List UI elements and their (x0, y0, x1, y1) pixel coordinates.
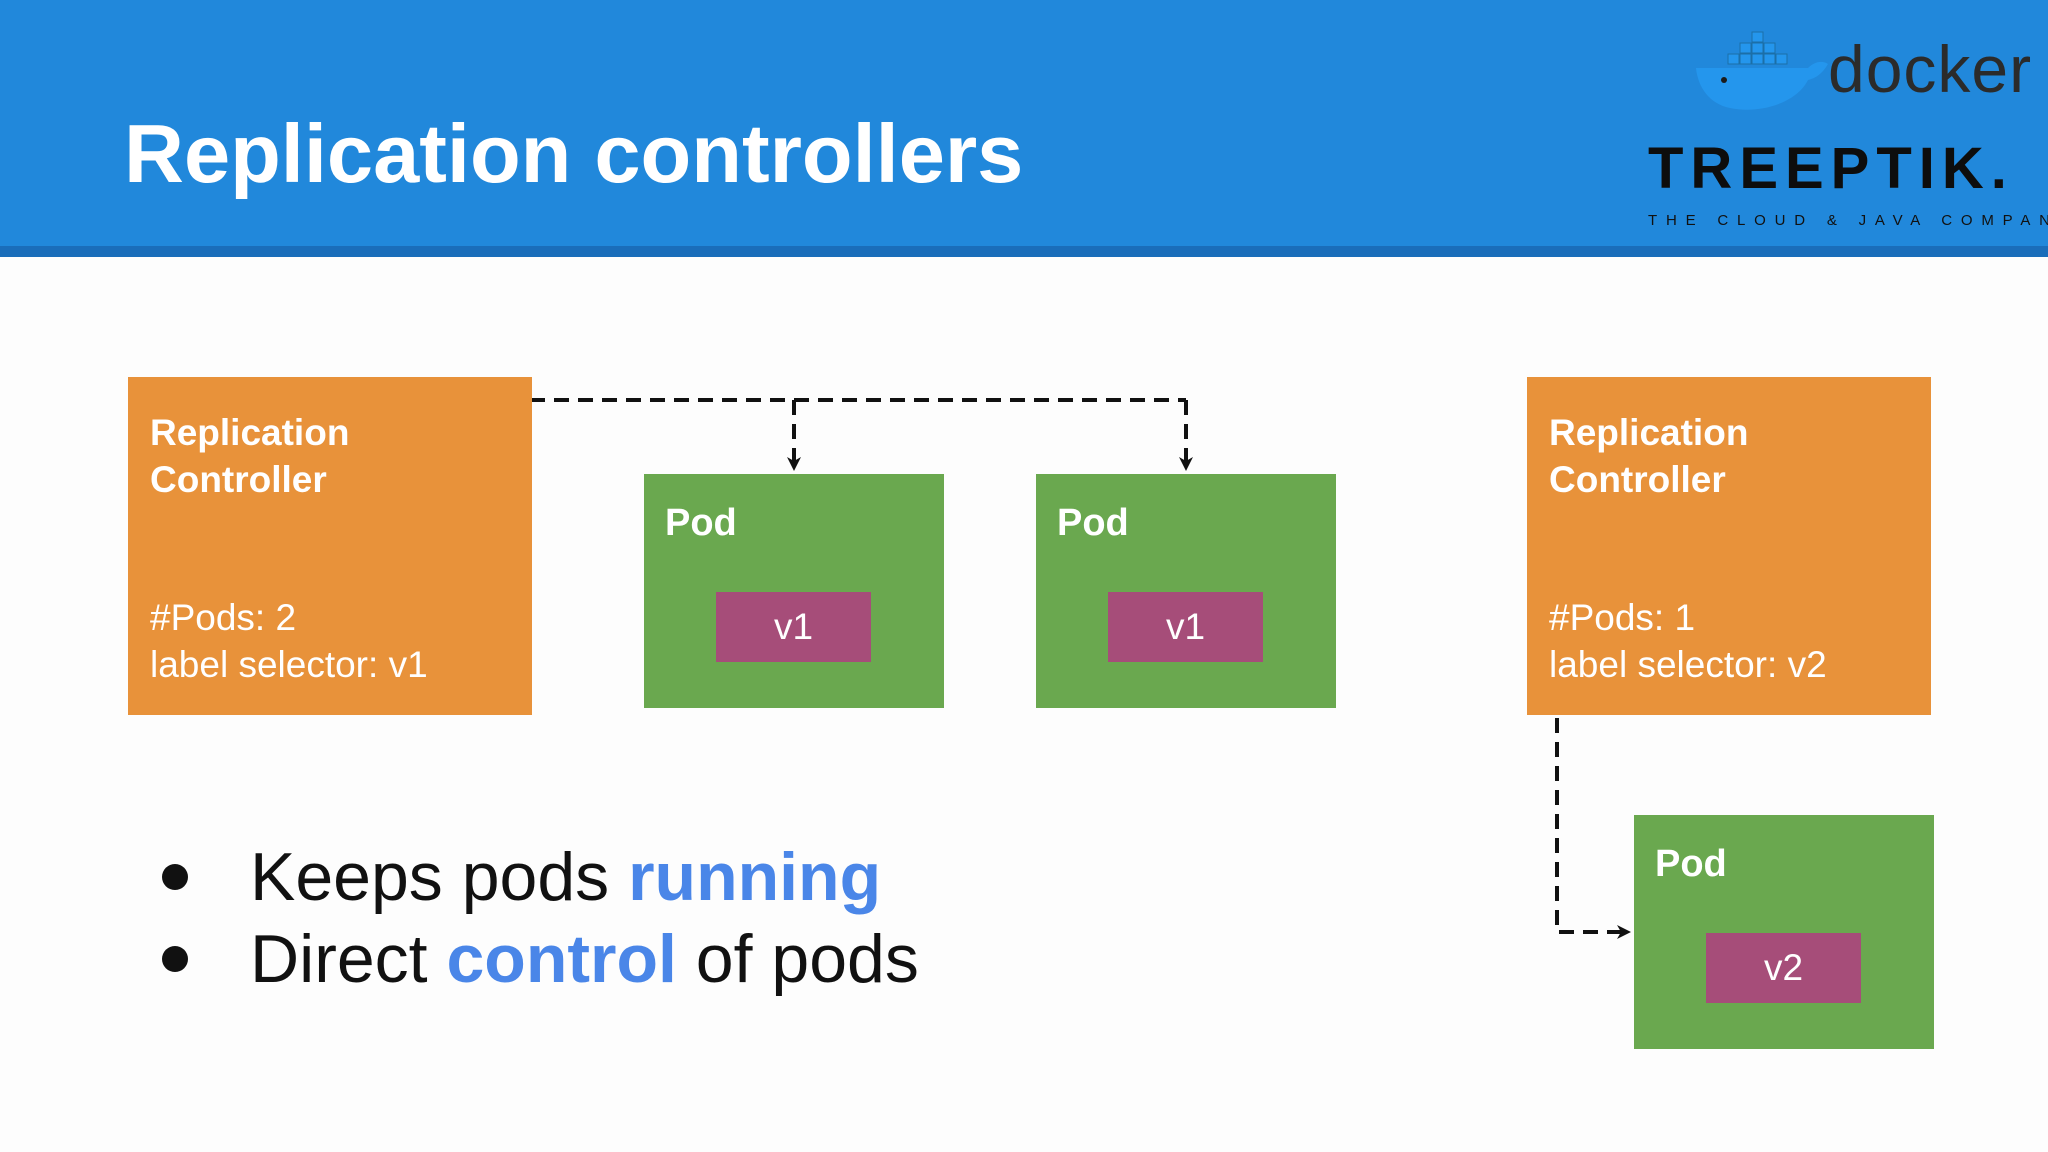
pod-label-tag: v1 (716, 592, 871, 662)
bullet-list: Keeps pods running Direct control of pod… (158, 836, 919, 1000)
docker-logo-text: docker (1828, 32, 2033, 106)
replication-controller-selector: label selector: v1 (150, 644, 428, 685)
replication-controller-pod-count: #Pods: 1 (1549, 597, 1696, 638)
bullet-item: Keeps pods running (158, 836, 919, 918)
pod-box-3: Pod v2 (1634, 815, 1934, 1049)
treeptik-logo: TREEPTIK. (1648, 136, 2014, 201)
pod-title: Pod (1655, 843, 1727, 885)
bullet-text: Direct (250, 921, 447, 997)
title-bar (0, 0, 2048, 246)
connector-arrow-pod-3 (1555, 718, 1631, 939)
title-bar-stripe (0, 246, 2048, 257)
replication-controller-title: Replication Controller (1549, 412, 1749, 500)
pod-title: Pod (665, 502, 737, 544)
replication-controller-title: Replication Controller (150, 412, 350, 500)
bullet-dot-icon (162, 864, 188, 890)
bullet-dot-icon (162, 946, 188, 972)
replication-controller-pod-count: #Pods: 2 (150, 597, 297, 638)
pod-box-1: Pod v1 (644, 474, 944, 708)
pod-label-tag: v1 (1108, 592, 1263, 662)
pod-title: Pod (1057, 502, 1129, 544)
replication-controller-left: Replication Controller #Pods: 2 label se… (128, 377, 532, 715)
slide-title: Replication controllers (124, 107, 1024, 200)
replication-controller-right: Replication Controller #Pods: 1 label se… (1527, 377, 1931, 715)
bullet-item: Direct control of pods (158, 918, 919, 1000)
pod-label-tag: v2 (1706, 933, 1861, 1003)
bullet-text: Keeps pods (250, 839, 629, 915)
bullet-highlight: control (446, 921, 677, 997)
replication-controller-selector: label selector: v2 (1549, 644, 1827, 685)
bullet-text-end: of pods (676, 921, 919, 997)
bullet-highlight: running (628, 839, 882, 915)
docker-whale-icon (1696, 31, 1828, 110)
pod-box-2: Pod v1 (1036, 474, 1336, 708)
treeptik-tagline: THE CLOUD & JAVA COMPANY (1648, 212, 2048, 229)
